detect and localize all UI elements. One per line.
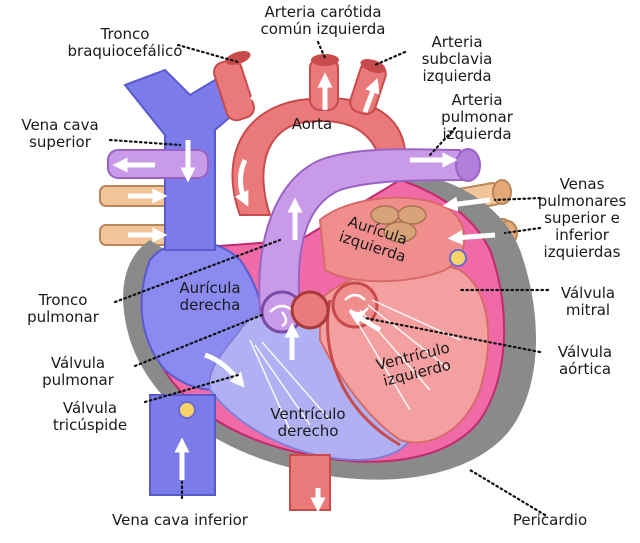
mitral-valve [449, 249, 467, 267]
label-line: superior e [544, 209, 620, 227]
label-line: Válvula [557, 343, 613, 361]
label-valvula-pulmonar: Válvula pulmonar [28, 355, 128, 389]
label-line: izquierdas [543, 243, 621, 261]
label-line: pulmonar [441, 108, 513, 126]
label-line: tricúspide [52, 416, 128, 434]
label-vena-cava-inferior: Vena cava inferior [80, 512, 280, 529]
label-line: mitral [565, 301, 611, 319]
label-line: Tronco [100, 25, 150, 43]
flow-arrows [112, 71, 496, 513]
label-arteria-carotida: Arteria carótida común izquierda [248, 4, 398, 38]
label-ventriculo-derecho: Ventrículo derecho [258, 406, 358, 440]
label-line: pulmonar [42, 371, 114, 389]
label-venas-pulmonares: Venas pulmonares superior e inferior izq… [528, 176, 636, 261]
label-line: Válvula [50, 354, 106, 372]
label-line: Pericardio [512, 511, 588, 529]
label-tronco-braquiocefalico: Tronco braquiocefálico [50, 26, 200, 60]
label-line: Aorta [291, 115, 333, 133]
label-valvula-tricuspide: Válvula tricúspide [40, 400, 140, 434]
label-line: pulmonar [27, 308, 99, 326]
label-arteria-pulmonar: Arteria pulmonar izquierda [432, 92, 522, 143]
label-vena-cava-superior: Vena cava superior [10, 117, 110, 151]
label-line: braquiocefálico [67, 42, 183, 60]
label-line: Arteria [451, 91, 503, 109]
label-line: Válvula [560, 284, 616, 302]
label-line: Vena cava inferior [112, 511, 248, 529]
label-line: Válvula [62, 399, 118, 417]
label-tronco-pulmonar: Tronco pulmonar [18, 292, 108, 326]
label-line: Vena cava [21, 116, 99, 134]
label-line: derecho [277, 422, 339, 440]
label-line: Venas [559, 175, 605, 193]
label-line: común izquierda [260, 20, 386, 38]
label-valvula-mitral: Válvula mitral [548, 285, 628, 319]
label-line: Arteria carótida [264, 3, 382, 21]
label-aorta: Aorta [282, 116, 342, 133]
label-line: Aurícula [179, 279, 241, 297]
label-auricula-derecha: Aurícula derecha [160, 280, 260, 314]
label-line: Arteria [431, 33, 483, 51]
label-line: Ventrículo [270, 405, 346, 423]
label-line: izquierda [422, 67, 492, 85]
label-line: pulmonares [537, 192, 627, 210]
label-pericardio: Pericardio [490, 512, 610, 529]
label-arteria-subclavia: Arteria subclavia izquierda [412, 34, 502, 85]
label-line: subclavia [421, 50, 493, 68]
mitral-valve-ring [331, 281, 379, 329]
aortic-valve [290, 290, 330, 330]
label-line: superior [29, 133, 91, 151]
tricuspid-valve [178, 401, 196, 419]
label-line: derecha [179, 296, 241, 314]
label-valvula-aortica: Válvula aórtica [540, 344, 630, 378]
leader-lines [108, 40, 550, 517]
label-line: aórtica [558, 360, 612, 378]
label-line: inferior [555, 226, 609, 244]
label-line: Tronco [38, 291, 88, 309]
label-line: izquierda [442, 125, 512, 143]
